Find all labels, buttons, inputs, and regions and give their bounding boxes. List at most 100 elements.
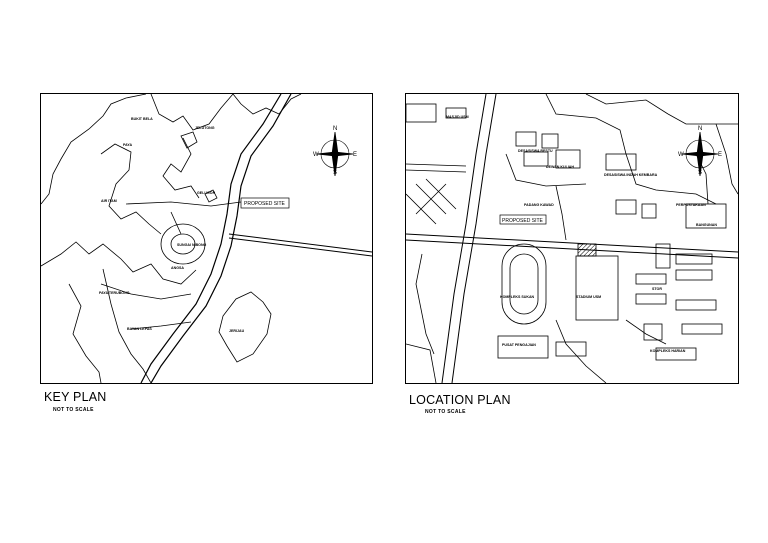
building (635, 293, 667, 305)
building (681, 323, 723, 335)
bridge-road-2 (228, 237, 372, 257)
north-arrow-icon: N S E W (313, 126, 357, 177)
compass-n: N (333, 126, 337, 132)
place-label: BAYAN LEPAS (127, 327, 152, 331)
road-3 (130, 321, 192, 330)
road-4 (170, 211, 182, 235)
place-label: PAYA (123, 143, 132, 147)
proposed-site-hatch (577, 243, 597, 257)
proposed-site-box (240, 197, 290, 209)
place-label: AIR ITAM (101, 199, 117, 203)
place-label: ANGSA (171, 266, 184, 270)
building (675, 299, 717, 311)
main-road (406, 233, 738, 253)
jerejak-island (218, 291, 272, 363)
building (445, 107, 467, 119)
building (655, 347, 697, 361)
place-label: PUSAT PENGAJIAN (502, 343, 536, 347)
road (406, 163, 467, 167)
place-label: PAYA TERUBONG (99, 291, 130, 295)
building (406, 103, 437, 123)
road-2 (100, 283, 192, 300)
place-label: PERPUSTAKAAN (676, 203, 706, 207)
compass-w: W (313, 152, 319, 158)
hill-contour (102, 268, 152, 383)
building (685, 203, 727, 229)
place-label: KOMPLEKS HARIAN (650, 349, 686, 353)
coastline (41, 94, 147, 205)
district-boundary-2 (100, 143, 162, 235)
location-plan-map: PROPOSED SITE (405, 93, 739, 384)
proposed-site-box (499, 214, 547, 225)
road-2 (406, 169, 467, 173)
place-label: BANGUNAN (696, 223, 717, 227)
road-9 (625, 319, 667, 345)
location-plan-scale-note: NOT TO SCALE (425, 409, 466, 415)
building (555, 341, 587, 357)
road-6 (585, 94, 669, 115)
building (497, 335, 549, 359)
place-label: BUKIT BELA (131, 117, 153, 121)
building (655, 243, 671, 269)
road-5 (505, 153, 587, 187)
compass-e: E (718, 152, 722, 158)
hill-contour-2 (68, 283, 102, 383)
place-label: JERIJAU (229, 329, 245, 333)
expressway-2 (451, 94, 497, 383)
building (675, 269, 713, 281)
building (643, 323, 663, 341)
building (675, 253, 713, 265)
contour-2 (715, 123, 738, 195)
key-plan-title: KEY PLAN (44, 390, 107, 404)
compass-n: N (698, 126, 702, 132)
place-label: DESASISWA RESTU (518, 149, 553, 153)
building (605, 153, 637, 171)
expressway (140, 94, 282, 383)
running-track-inner (509, 253, 539, 315)
interchange-inner (170, 233, 196, 255)
building (575, 255, 619, 321)
building (615, 199, 637, 215)
building (641, 203, 657, 219)
place-label: STOR (652, 287, 662, 291)
bridge-road (228, 233, 372, 253)
compass-e: E (353, 152, 357, 158)
building (635, 273, 667, 285)
compass-s: S (698, 170, 702, 176)
proposed-site-label: PROPOSED SITE (502, 218, 544, 224)
expressway (441, 94, 487, 383)
interchange (160, 223, 206, 265)
location-plan-title: LOCATION PLAN (409, 393, 511, 407)
field (406, 343, 437, 383)
road-8 (555, 319, 607, 383)
east-coast (232, 94, 302, 115)
district-boundary-3 (150, 94, 234, 131)
key-plan-map: PROPOSED SITE BUKIT BELA JELUTONG PAYA A… (40, 93, 373, 384)
building (541, 133, 559, 149)
road (125, 201, 242, 207)
building (555, 149, 581, 169)
road-3 (545, 94, 627, 155)
pond (180, 131, 198, 149)
place-label: DEWAN KULIAH (546, 165, 574, 169)
place-label: JELUTONG (195, 126, 215, 130)
interchange (406, 178, 457, 225)
north-arrow-icon: N S E W (678, 126, 722, 177)
place-label: PADANG KAWAD (524, 203, 554, 207)
key-plan-scale-note: NOT TO SCALE (53, 407, 94, 413)
running-track (501, 243, 547, 325)
contour (415, 253, 435, 355)
road-7 (667, 113, 738, 125)
place-label: DESASISWA INDAH KEMBARA (604, 173, 658, 177)
key-plan-drawing: PROPOSED SITE BUKIT BELA JELUTONG PAYA A… (41, 94, 372, 383)
place-label: KOMPLEKS SUKAN (500, 295, 535, 299)
road-10 (555, 185, 567, 241)
building (515, 131, 537, 147)
district-boundary (41, 241, 197, 285)
compass-s: S (333, 170, 337, 176)
place-label: MASJID USM (446, 115, 469, 119)
location-plan-drawing: PROPOSED SITE (406, 94, 738, 383)
place-label: SUNGAI NIBONG (177, 243, 207, 247)
proposed-site-label: PROPOSED SITE (244, 201, 286, 207)
road-4 (625, 153, 717, 205)
